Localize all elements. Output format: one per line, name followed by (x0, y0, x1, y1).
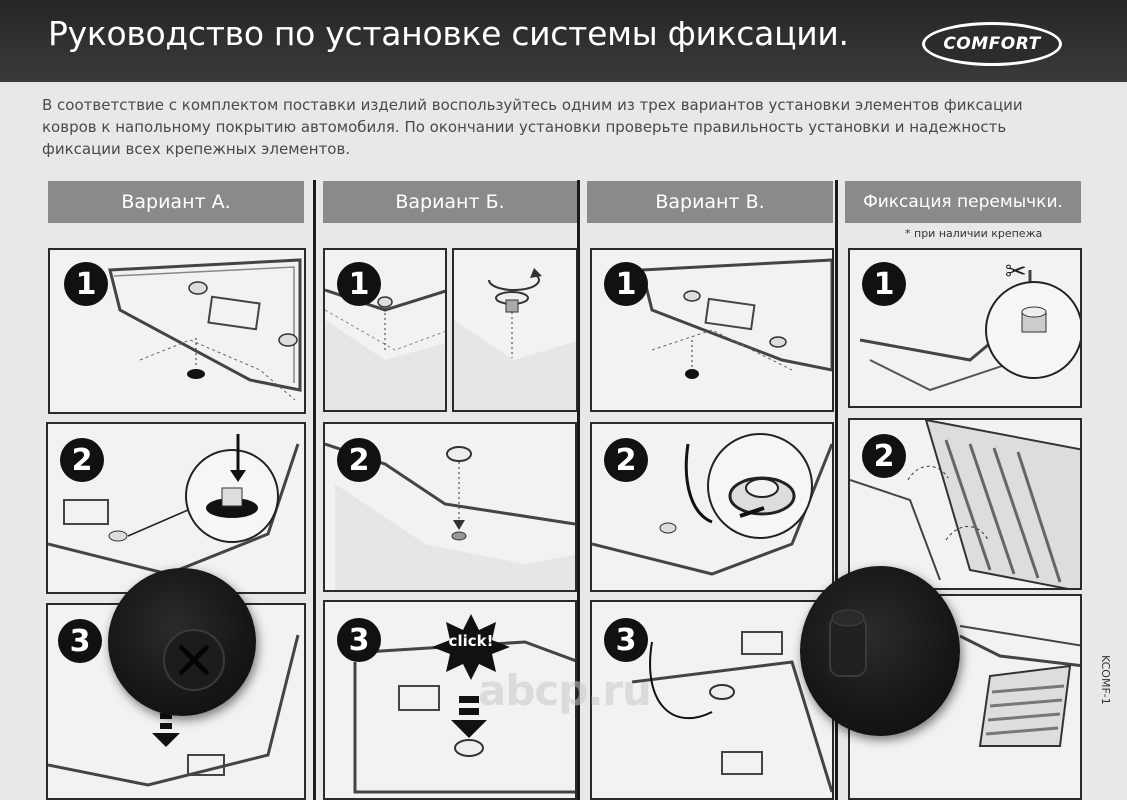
watermark: abcp.ru (478, 666, 652, 715)
carpet-illustration (108, 258, 302, 401)
panel-b1a: 1 (323, 248, 447, 412)
fastener-note: * при наличии крепежа (905, 227, 1043, 240)
jumper-fixation-header: Фиксация перемычки. (845, 181, 1081, 223)
step-1-badge: 1 (337, 262, 381, 306)
panel-a1: 1 (48, 248, 306, 414)
jumper-installed-illustration (959, 625, 1080, 747)
variant-a-header: Вариант А. (48, 181, 304, 223)
column-divider (313, 180, 316, 800)
panel-j1: ✂ 1 (848, 248, 1082, 408)
clip-stud-icon (829, 609, 867, 677)
carpet-illustration (631, 631, 832, 793)
screw-cross-icon (163, 629, 225, 691)
logo-text: COMFORT (943, 34, 1041, 54)
page-title: Руководство по установке системы фиксаци… (48, 14, 849, 53)
click-label: click! (448, 632, 494, 650)
step-3-badge: 3 (58, 619, 102, 663)
carpet-illustration (640, 258, 832, 379)
panel-b2: 2 (323, 422, 577, 592)
variant-b-header: Вариант Б. (323, 181, 577, 223)
comfort-logo: COMFORT (922, 22, 1062, 66)
step-3-badge: 3 (604, 618, 648, 662)
step-2-badge: 2 (60, 438, 104, 482)
column-divider (835, 180, 838, 800)
click-clip-illustration (353, 640, 575, 794)
svg-text:✂: ✂ (1005, 257, 1027, 287)
panel-j2: 2 (848, 418, 1082, 590)
twist-clip-illustration (592, 433, 832, 576)
jumper-mat-illustration (850, 420, 1080, 588)
cut-jumper-illustration: ✂ (859, 257, 1080, 392)
intro-text: В соответствие с комплектом поставки изд… (42, 96, 1023, 158)
clip-disc (800, 566, 960, 736)
step-2-badge: 2 (337, 438, 381, 482)
step-1-badge: 1 (64, 262, 108, 306)
panel-a2: 2 (46, 422, 306, 594)
step-2-badge: 2 (604, 438, 648, 482)
step-1-badge: 1 (604, 262, 648, 306)
step-1-badge: 1 (862, 262, 906, 306)
click-burst-icon (432, 614, 510, 680)
panel-v2: 2 (590, 422, 834, 592)
column-divider (577, 180, 580, 800)
side-code: KCOMF-1 (1099, 655, 1112, 705)
step-3-badge: 3 (337, 618, 381, 662)
step-2-badge: 2 (862, 434, 906, 478)
header-bar: Руководство по установке системы фиксаци… (0, 0, 1127, 82)
rotate-clip-illustration (454, 268, 576, 410)
panel-v1: 1 (590, 248, 834, 412)
clip-disc (108, 568, 256, 716)
panel-b1b (452, 248, 578, 412)
carpet-illustration (48, 634, 300, 787)
variant-v-header: Вариант В. (587, 181, 833, 223)
press-clip-illustration (48, 434, 300, 576)
